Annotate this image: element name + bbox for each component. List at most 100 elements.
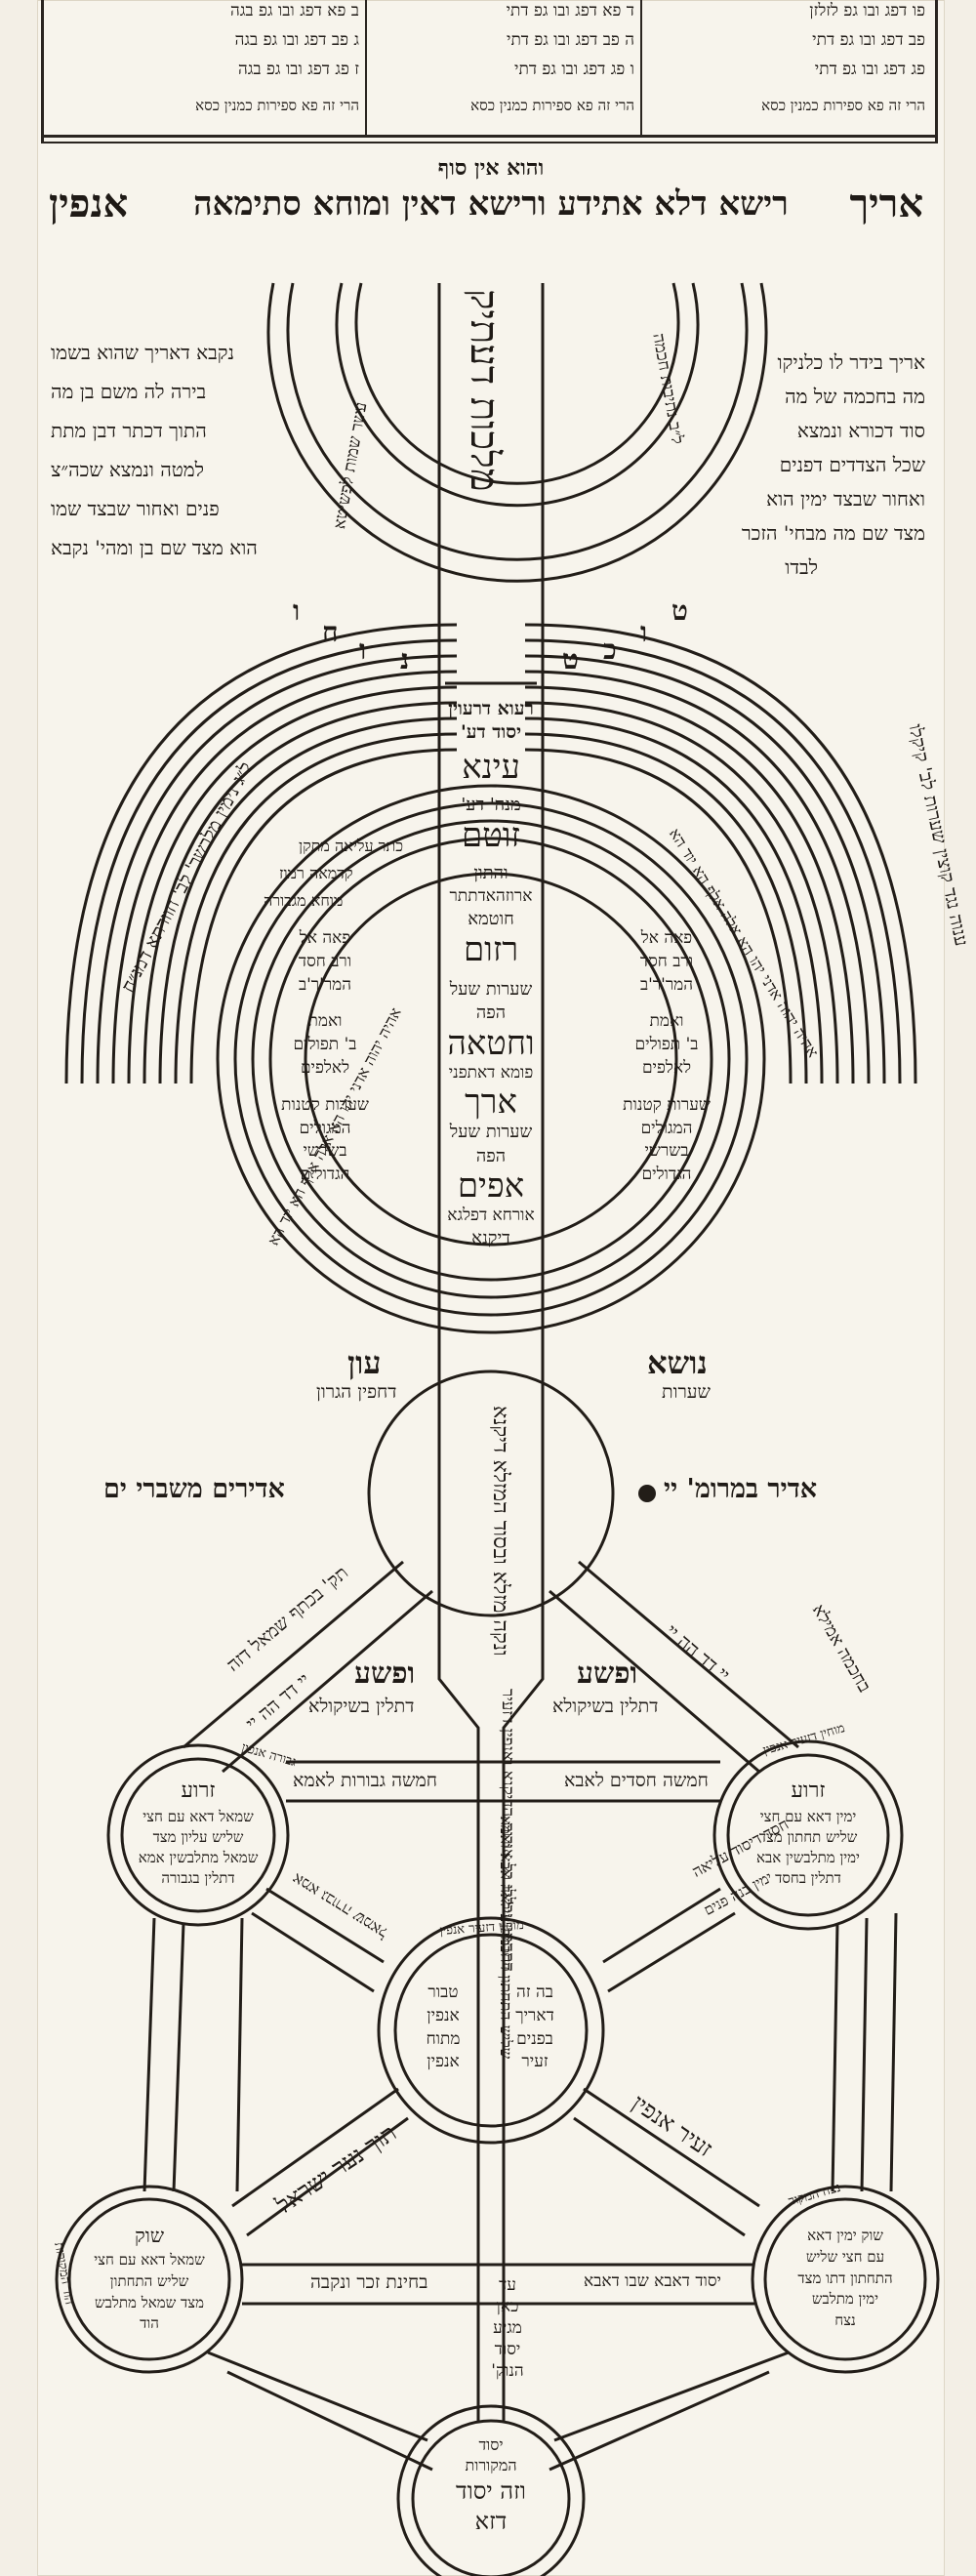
arich-letter-4: ט: [562, 643, 579, 675]
table-left-row-1: ב פא דפג ובו גפ בגה: [229, 1, 359, 20]
zeir-left-1: זרוע: [181, 1779, 216, 1803]
pillar-outline: [437, 283, 545, 2421]
yesod-1: יסוד: [478, 2435, 504, 2454]
arich-letter-8: ו: [293, 594, 301, 627]
head-left-ring-label-1: כתר עליאה מתקן: [299, 837, 404, 855]
table-middle-row-4: הרי זה פא ספירות כמנין כסא: [470, 97, 634, 114]
arich-right-note-1: אריך בידר לו כלניקו: [777, 350, 925, 374]
head-center-5: ארוזהאדתתר: [449, 886, 533, 907]
header-arich: אריך: [849, 181, 923, 226]
arich-left-note-4: למטה ונמצא שכה״צ: [51, 458, 204, 481]
zeir-left-circle: [106, 1743, 290, 1927]
lower-bar-label: בחינת זכר ונקבה: [310, 2271, 428, 2293]
rainbow-right-6: [524, 701, 839, 1084]
head-right-inner-10: הגדולים: [641, 1165, 692, 1185]
center-left-1: טבור: [427, 1983, 459, 2002]
diag-low-right-1: [583, 2087, 760, 2208]
table-left-row-2: ג פב דפג ובו גפ בגה: [234, 30, 359, 50]
diag-upper-right-1: [578, 1560, 799, 1749]
center-right-3: בפנים: [516, 2028, 553, 2049]
zeir-right-3: שליש תחתון מצד: [758, 1827, 858, 1846]
head-left-inner-5: ב' תפולים: [293, 1035, 357, 1055]
head-center-3: זוטם: [462, 815, 520, 855]
head-left-inner-8: המגולים: [299, 1118, 351, 1138]
netzach-3: התחתון דתו מצד: [797, 2269, 893, 2287]
arich-left-note-1: נקבא דאריך שהוא בשמו: [51, 341, 234, 364]
zeir-right-circle-inner: [726, 1753, 890, 1917]
arich-left-note-5: פנים ואחור שבצד שמו: [51, 497, 220, 520]
head-right-inner-6: לאלפים: [641, 1057, 692, 1078]
diag-mid-left-2: [251, 1911, 375, 1993]
beard-circle: [367, 1370, 615, 1617]
rainbow-right-7: [524, 716, 824, 1084]
pillar-end-1: עד: [499, 2275, 516, 2295]
rainbow-left-4: [111, 670, 458, 1084]
rail-left-3: [235, 1917, 244, 2192]
pillar-end-3: מגיע: [493, 2318, 522, 2339]
zeir-bar-left: חמשה גבורות לאמא: [293, 1770, 437, 1791]
rainbow-right-9: [524, 748, 793, 1084]
diag-low-right-2: [573, 2116, 746, 2237]
table-right-border: [935, 0, 938, 143]
zeir-left-circle-text: זרוע שמאל דאא עם חצי שליש עליון מצד שמאל…: [127, 1777, 269, 1889]
center-left-4: אנפין: [427, 2052, 460, 2072]
head-center-11: פומא דאתפני: [448, 1062, 534, 1083]
diag-upper-right-2: [549, 1589, 760, 1774]
beard-pillar-text: ונקה מזלא ובסוד המזלא דיקנא: [488, 1406, 512, 1656]
arich-right-note-2: מה בחכמה של מה: [785, 385, 925, 408]
yesod-2: המקורות: [465, 2455, 517, 2474]
hod-4: מצד שמאל מתלבש: [95, 2293, 204, 2311]
beard-dot: [638, 1485, 656, 1502]
beard-right-sub: שערות: [662, 1381, 711, 1403]
arich-right-note-6: מצד שם מה מבחי' הזכר: [741, 521, 925, 545]
rainbow-left-9: [189, 748, 458, 1084]
zeir-bar-right: חמשה חסדים לאבא: [564, 1770, 709, 1791]
head-center-6: חוטמא: [468, 909, 514, 930]
center-right-2: דאריך: [515, 2005, 554, 2025]
rainbow-right-8: [524, 732, 808, 1084]
diag-upper-left-1: [183, 1560, 404, 1749]
head-right-inner: פאה אל ורב חסד המר'ר'ב ואמת ב' תפולים לא…: [613, 927, 720, 1187]
rail-right-2: [860, 1917, 869, 2192]
center-right-4: זעיר: [521, 2052, 549, 2072]
beard-left-sub: דחפין הגרון: [316, 1381, 397, 1403]
rainbow-left-2: [80, 638, 458, 1084]
hod-circle-text: שוק שמאל דאא עם חצי שליש התחתון מצד שמאל…: [76, 2222, 223, 2335]
center-circle-text-right: בה זה דאריך בפנים זעיר: [496, 1982, 574, 2074]
vav-left-sub: דתלין בשיקולא: [308, 1696, 415, 1717]
zeir-left-4: שמאל מתלבשין אמא: [138, 1848, 259, 1866]
center-right-1: בה זה: [516, 1983, 553, 2002]
diag-mid-right-1: [602, 1887, 721, 1964]
rainbow-left-1: [64, 623, 458, 1084]
pillar-top-2: יסוד דע': [460, 721, 522, 743]
head-ring-5: [304, 872, 678, 1247]
table-bottom-border: [41, 135, 938, 138]
center-circle-inner: [393, 1933, 589, 2128]
diag-bottom-left-2: [226, 2370, 433, 2472]
head-right-inner-5: ב' תפולים: [634, 1035, 699, 1055]
rainbow-right-3: [524, 654, 886, 1084]
diag-bottom-left-1: [207, 2351, 428, 2442]
pillar-top-1: רעוא דרעוין: [448, 698, 534, 719]
hod-1: שוק: [135, 2224, 164, 2247]
head-right-inner-8: המגולים: [640, 1118, 693, 1138]
diag-bottom-right-2: [549, 2370, 770, 2472]
head-center-15: אפים: [457, 1165, 525, 1206]
pillar-end-4: יסוד: [494, 2340, 521, 2360]
head-left-inner-1: פאה אל: [299, 928, 351, 948]
head-left-ring-label-3: מוחא מגבורה: [264, 891, 344, 910]
netzach-circle-inner: [763, 2197, 927, 2361]
head-ring-4: [268, 837, 713, 1282]
yesod-circle: [396, 2404, 586, 2576]
table-bottom-border-2: [41, 142, 938, 143]
netzach-5: נצח: [834, 2311, 856, 2329]
rail-left-1: [142, 1917, 156, 2192]
sefirot-diagram: [55, 282, 940, 2576]
arich-left-note-2: בירה לה משם בן מה: [51, 380, 207, 403]
head-right-inner-2: ורב חסד: [639, 951, 694, 971]
netzach-1: שוק ימין דאא: [807, 2227, 883, 2244]
pillar-end-2: כאן: [496, 2297, 519, 2317]
beard-left-top: עון: [347, 1344, 382, 1381]
netzach-circle-text: שוק ימין דאא עם חצי שליש התחתון דתו מצד …: [771, 2226, 919, 2332]
diag-bottom-right-1: [553, 2351, 790, 2442]
